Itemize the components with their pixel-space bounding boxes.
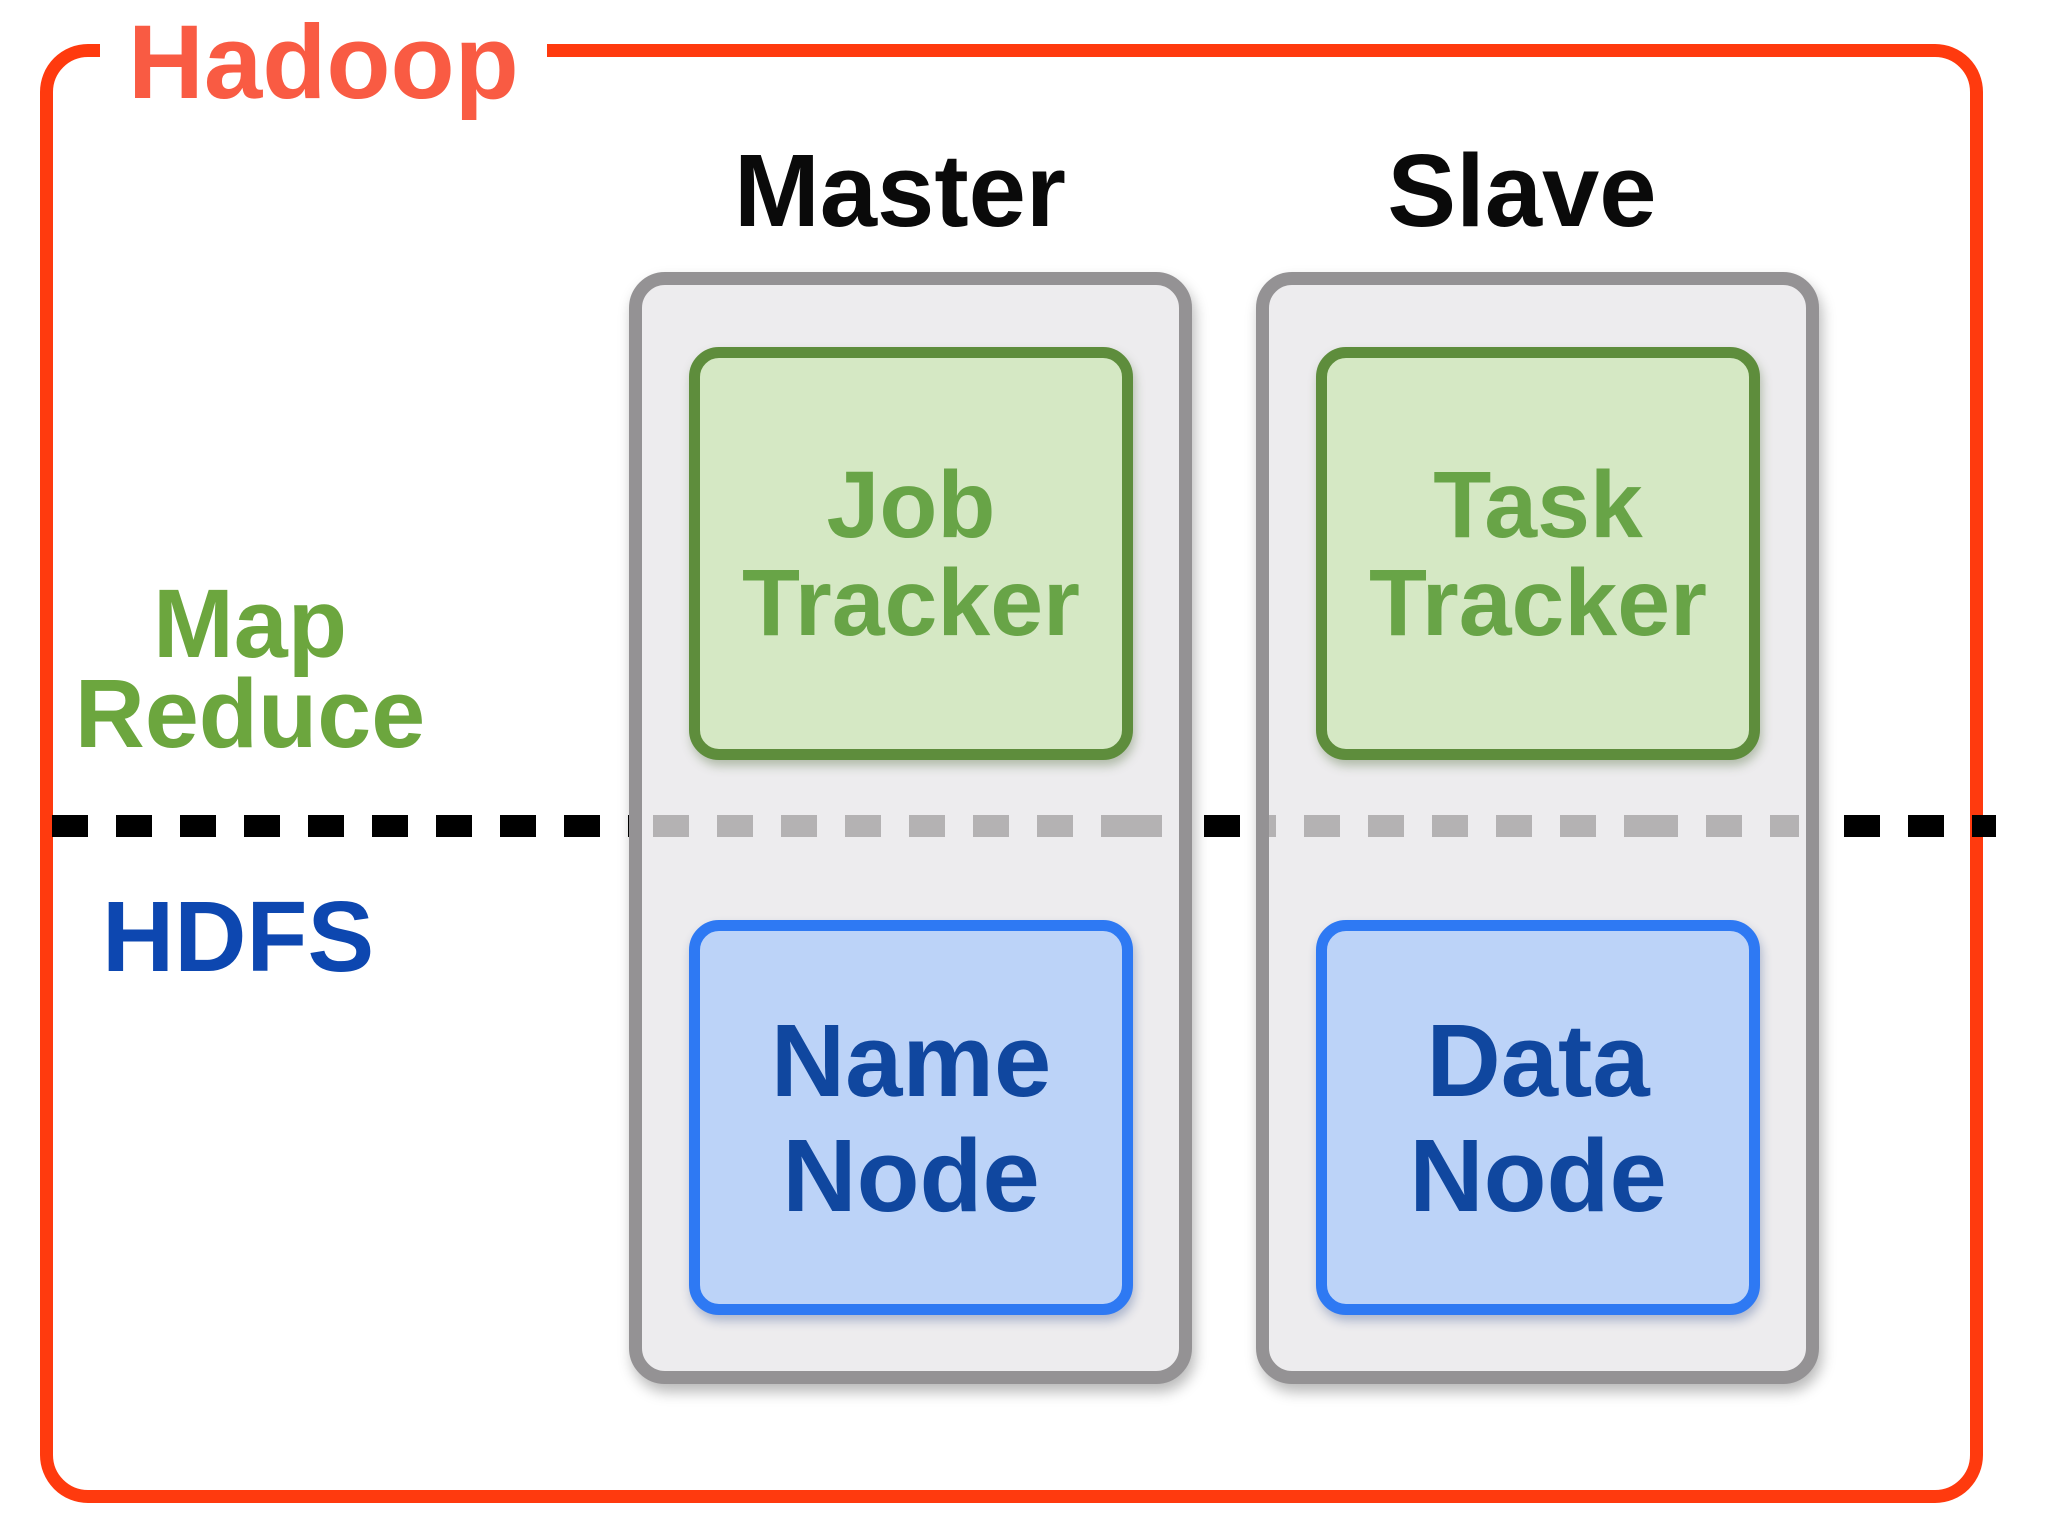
layer-divider-inside-slave [1269,815,1799,837]
name-node-label-line2: Node [782,1117,1040,1233]
hadoop-label: Hadoop [100,5,547,120]
data-node-label-line2: Node [1409,1117,1667,1233]
mapreduce-layer-label: Map Reduce [68,569,432,768]
job-tracker-label-line1: Job [826,451,996,558]
task-tracker-label-line2: Tracker [1368,549,1708,656]
task-tracker-label-line1: Task [1433,451,1643,558]
data-node-box: Data Node [1316,920,1760,1315]
name-node-box: Name Node [689,920,1133,1315]
data-node-label-line1: Data [1426,1002,1650,1118]
job-tracker-box: Job Tracker [689,347,1133,760]
name-node-label-line1: Name [770,1002,1052,1118]
hdfs-layer-label: HDFS [102,881,375,993]
slave-column-label: Slave [1387,133,1657,248]
mapreduce-label-line2: Reduce [74,659,426,768]
master-column-label: Master [733,133,1067,248]
mapreduce-label-line1: Map [153,569,347,678]
job-tracker-label-line2: Tracker [741,549,1081,656]
task-tracker-box: Task Tracker [1316,347,1760,760]
layer-divider-inside-master [642,815,1179,837]
